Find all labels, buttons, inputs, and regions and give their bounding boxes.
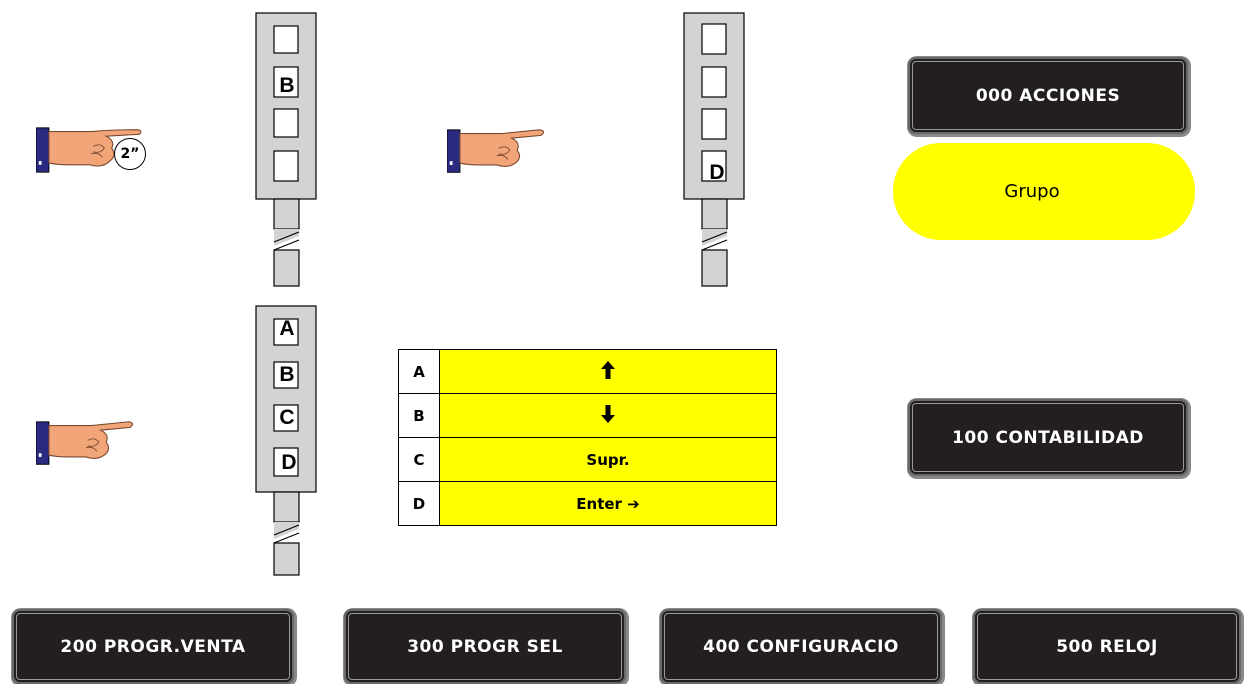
menu-button-contabilidad[interactable]: 100 CONTABILIDAD [908,399,1188,476]
key-label: A [275,317,299,341]
hand-pointing-icon [36,414,156,474]
keypad-strip: A B C D [255,305,317,580]
key-label: B [275,74,299,98]
hold-time-badge: 2” [114,138,146,170]
menu-button-configuracio[interactable]: 400 CONFIGURACIO [660,609,942,684]
group-label-pill: Grupo [893,143,1195,240]
key-cell: C [399,438,440,482]
keypad-strip: D [683,12,745,287]
arrow-up-icon [440,350,777,394]
key-cell: D [399,482,440,526]
group-label: Grupo [1004,181,1059,202]
table-row: A [399,350,777,394]
table-row: B [399,394,777,438]
menu-button-progr-sel[interactable]: 300 PROGR SEL [344,609,626,684]
action-cell: Supr. [440,438,777,482]
key-function-table: A B C Supr. D Enter ➔ [398,349,777,526]
keypad-strip: B [255,12,317,287]
key-label: B [275,363,299,387]
key-cell: B [399,394,440,438]
key-label: C [275,406,299,430]
arrow-down-icon [440,394,777,438]
menu-button-acciones[interactable]: 000 ACCIONES [908,57,1188,134]
menu-button-progr-venta[interactable]: 200 PROGR.VENTA [12,609,294,684]
key-cell: A [399,350,440,394]
table-row: D Enter ➔ [399,482,777,526]
table-row: C Supr. [399,438,777,482]
key-label: D [277,451,301,475]
menu-button-reloj[interactable]: 500 RELOJ [973,609,1241,684]
action-cell: Enter ➔ [440,482,777,526]
hand-pointing-icon [447,122,567,182]
key-label: D [705,161,729,185]
